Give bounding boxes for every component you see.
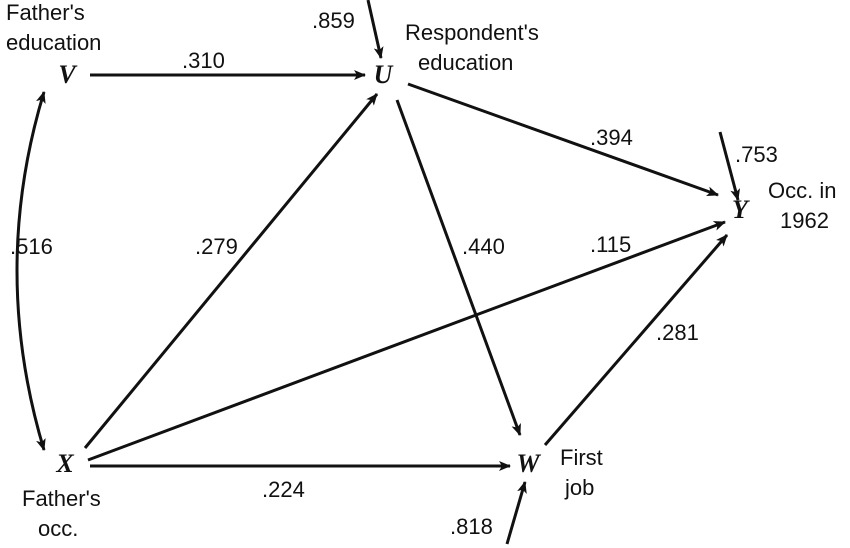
node-u-label: Respondent's education (405, 20, 545, 75)
path-arrow-w-y (543, 234, 729, 446)
coefficient-v-u: .310 (182, 48, 225, 73)
node-x-symbol: X (55, 449, 74, 478)
node-u-symbol: U (374, 60, 394, 89)
correlation-arrow-v-x (15, 91, 46, 451)
node-w-symbol: W (516, 449, 541, 478)
coefficient-u-y: .394 (590, 125, 633, 150)
coefficient-u-w: .440 (462, 234, 505, 259)
coefficient-residual-u: .859 (312, 8, 355, 33)
coefficient-v-x-correlation: .516 (10, 234, 53, 259)
path-arrow-u-y (407, 82, 719, 197)
coefficient-w-y: .281 (656, 320, 699, 345)
residual-arrow-w (505, 481, 527, 545)
node-y-symbol: Y (732, 195, 750, 224)
coefficient-x-w: .224 (262, 477, 305, 502)
node-w-label: First job (560, 445, 609, 500)
node-y-label: Occ. in 1962 (768, 178, 843, 233)
path-arrow-u-w (395, 99, 522, 436)
path-arrow-x-y (87, 220, 726, 462)
residual-arrow-u (366, 0, 384, 59)
residual-arrow-y (718, 131, 741, 201)
coefficient-x-y: .115 (590, 232, 631, 257)
coefficient-residual-w: .818 (450, 514, 493, 539)
node-x-label: Father's occ. (22, 486, 107, 541)
path-arrow-x-u (83, 93, 379, 449)
node-v-symbol: V (58, 60, 78, 89)
coefficient-residual-y: .753 (735, 142, 778, 167)
coefficient-x-u: .279 (195, 234, 238, 259)
node-v-label: Father's education (6, 0, 101, 55)
